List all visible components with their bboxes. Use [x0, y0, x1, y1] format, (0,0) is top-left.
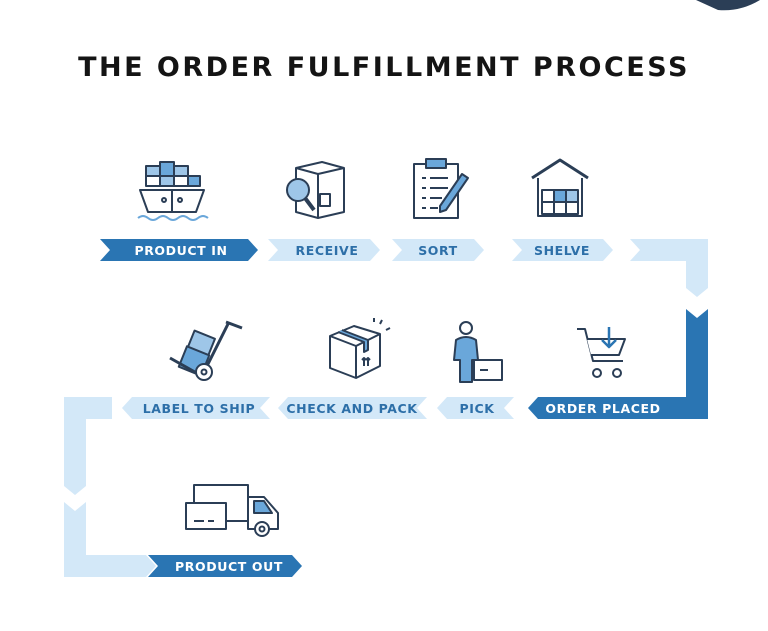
corner-badge-icon	[696, 0, 760, 11]
step-label-check-and-pack: CHECK AND PACK	[286, 401, 418, 416]
step-sort: SORT	[392, 239, 484, 261]
step-banner-product-in	[100, 239, 258, 261]
shopping-cart-icon	[577, 327, 626, 378]
package-icon	[329, 318, 391, 379]
step-label-shelve: SHELVE	[534, 243, 590, 258]
step-label-product-out: PRODUCT OUT	[175, 559, 283, 574]
warehouse-icon	[531, 158, 589, 217]
step-product-in: PRODUCT IN	[100, 239, 258, 261]
inspect-box-icon	[286, 161, 345, 219]
step-label-pick: PICK	[459, 401, 495, 416]
step-banner-pick	[437, 397, 514, 419]
connector-right-bottom	[660, 309, 708, 419]
step-product-out: PRODUCT OUT	[148, 555, 302, 577]
step-receive: RECEIVE	[268, 239, 380, 261]
step-check-and-pack: CHECK AND PACK	[278, 397, 427, 419]
step-banner-order-placed	[528, 397, 670, 419]
delivery-truck-icon	[185, 484, 279, 537]
connector-right-top	[630, 239, 708, 297]
step-label-product-in: PRODUCT IN	[134, 243, 227, 258]
step-label-receive: RECEIVE	[296, 243, 359, 258]
step-banner-product-out	[148, 555, 302, 577]
flow-connectors	[64, 239, 708, 577]
hand-truck-icon	[169, 320, 243, 381]
cargo-ship-icon	[137, 161, 209, 221]
step-banner-sort	[392, 239, 484, 261]
connector-left-bottom	[64, 502, 156, 577]
step-order-placed: ORDER PLACED	[528, 397, 670, 419]
step-banner-shelve	[512, 239, 613, 261]
step-label-label-to-ship: LABEL TO SHIP	[143, 401, 256, 416]
worker-box-icon	[453, 321, 503, 383]
step-pick: PICK	[437, 397, 514, 419]
page-title: THE ORDER FULFILLMENT PROCESS	[78, 52, 690, 83]
clipboard-icon	[413, 158, 469, 219]
step-banner-check-and-pack	[278, 397, 427, 419]
connector-left-top	[64, 397, 112, 495]
step-banner-receive	[268, 239, 380, 261]
step-shelve: SHELVE	[512, 239, 613, 261]
step-label-to-ship: LABEL TO SHIP	[122, 397, 270, 419]
step-label-order-placed: ORDER PLACED	[545, 401, 660, 416]
step-label-sort: SORT	[418, 243, 458, 258]
step-banner-label-to-ship	[122, 397, 270, 419]
